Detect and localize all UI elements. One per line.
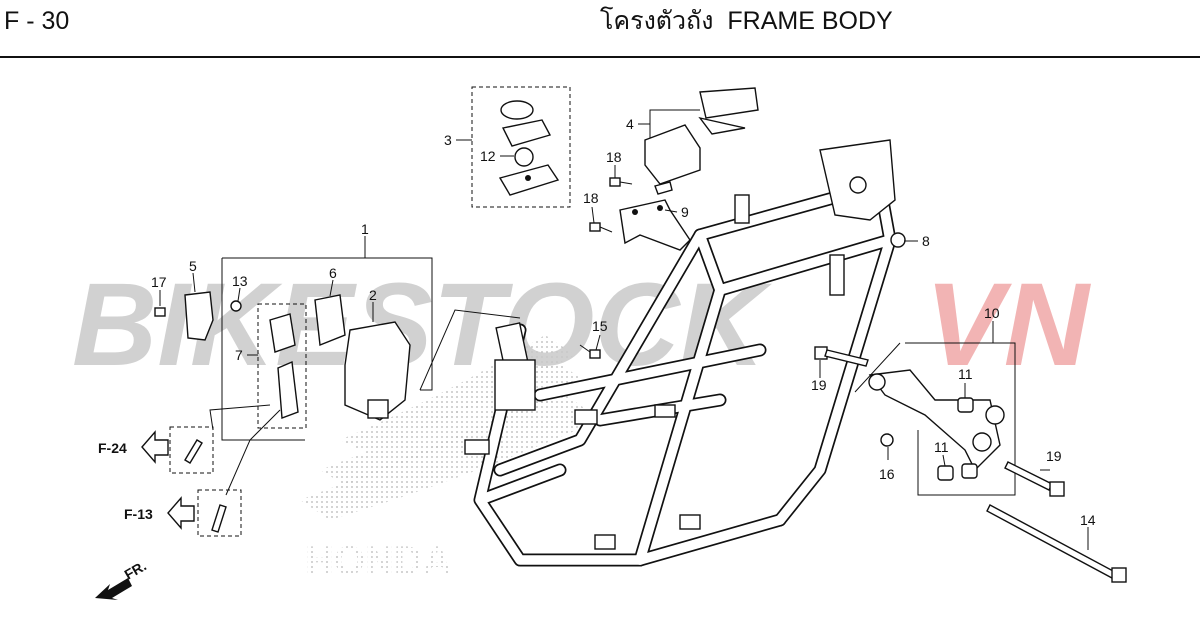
callout-8: 8 bbox=[922, 233, 930, 249]
direction-label: FR. bbox=[122, 557, 150, 582]
ref-label-f24: F-24 bbox=[98, 440, 127, 456]
reference-box-f24 bbox=[169, 404, 271, 474]
title-thai: โครงตัวถัง bbox=[600, 7, 714, 35]
smart-key-group bbox=[471, 86, 571, 208]
callout-labels: 1 2 3 4 5 6 7 8 9 10 11 11 12 13 14 15 1… bbox=[151, 116, 1096, 528]
callout-2: 2 bbox=[369, 287, 377, 303]
page-code: F - 30 bbox=[4, 7, 70, 35]
callout-14: 14 bbox=[1080, 512, 1096, 528]
callout-10: 10 bbox=[984, 305, 1000, 321]
title-english: FRAME BODY bbox=[727, 7, 893, 35]
callout-12: 12 bbox=[480, 148, 496, 164]
page-title: โครงตัวถัง FRAME BODY bbox=[600, 6, 893, 36]
control-unit-group bbox=[644, 87, 759, 195]
bolt-15 bbox=[579, 344, 601, 359]
fr-arrow-icon bbox=[95, 578, 132, 600]
callout-13: 13 bbox=[232, 273, 248, 289]
callout-11-upper: 11 bbox=[958, 366, 973, 382]
callout-6: 6 bbox=[329, 265, 337, 281]
watermark-accent: VN bbox=[925, 259, 1092, 391]
callout-7: 7 bbox=[235, 347, 243, 363]
ignition-switch-group bbox=[154, 257, 521, 441]
callout-17: 17 bbox=[151, 274, 167, 290]
callout-19-right: 19 bbox=[1046, 448, 1062, 464]
honda-logo-text: HONDA bbox=[305, 539, 452, 583]
callout-16: 16 bbox=[879, 466, 895, 482]
callout-3: 3 bbox=[444, 132, 452, 148]
callout-18-lower: 18 bbox=[583, 190, 599, 206]
callout-11-lower: 11 bbox=[934, 439, 949, 455]
reference-box-f13 bbox=[197, 409, 281, 537]
callout-18-upper: 18 bbox=[606, 149, 622, 165]
engine-hanger-group bbox=[854, 342, 1016, 496]
callout-4: 4 bbox=[626, 116, 634, 132]
frame-body bbox=[464, 139, 906, 567]
callout-1: 1 bbox=[361, 221, 369, 237]
ref-label-f13: F-13 bbox=[124, 506, 153, 522]
bolt-14 bbox=[986, 504, 1127, 583]
arrow-f24 bbox=[141, 430, 169, 464]
bracket-9 bbox=[619, 199, 691, 251]
callout-15: 15 bbox=[592, 318, 608, 334]
leader-lines bbox=[159, 109, 1089, 550]
callout-9: 9 bbox=[681, 204, 689, 220]
bolt-18-lower bbox=[589, 222, 613, 233]
arrow-f13 bbox=[167, 496, 195, 530]
callout-19-left: 19 bbox=[811, 377, 827, 393]
bolt-19-right bbox=[1004, 461, 1065, 497]
watermark: BIKESTOCK VN bbox=[72, 259, 1092, 391]
bolt-19-left bbox=[814, 346, 869, 367]
bolt-18-upper bbox=[609, 177, 633, 187]
header-rule bbox=[0, 56, 1200, 58]
callout-5: 5 bbox=[189, 258, 197, 274]
